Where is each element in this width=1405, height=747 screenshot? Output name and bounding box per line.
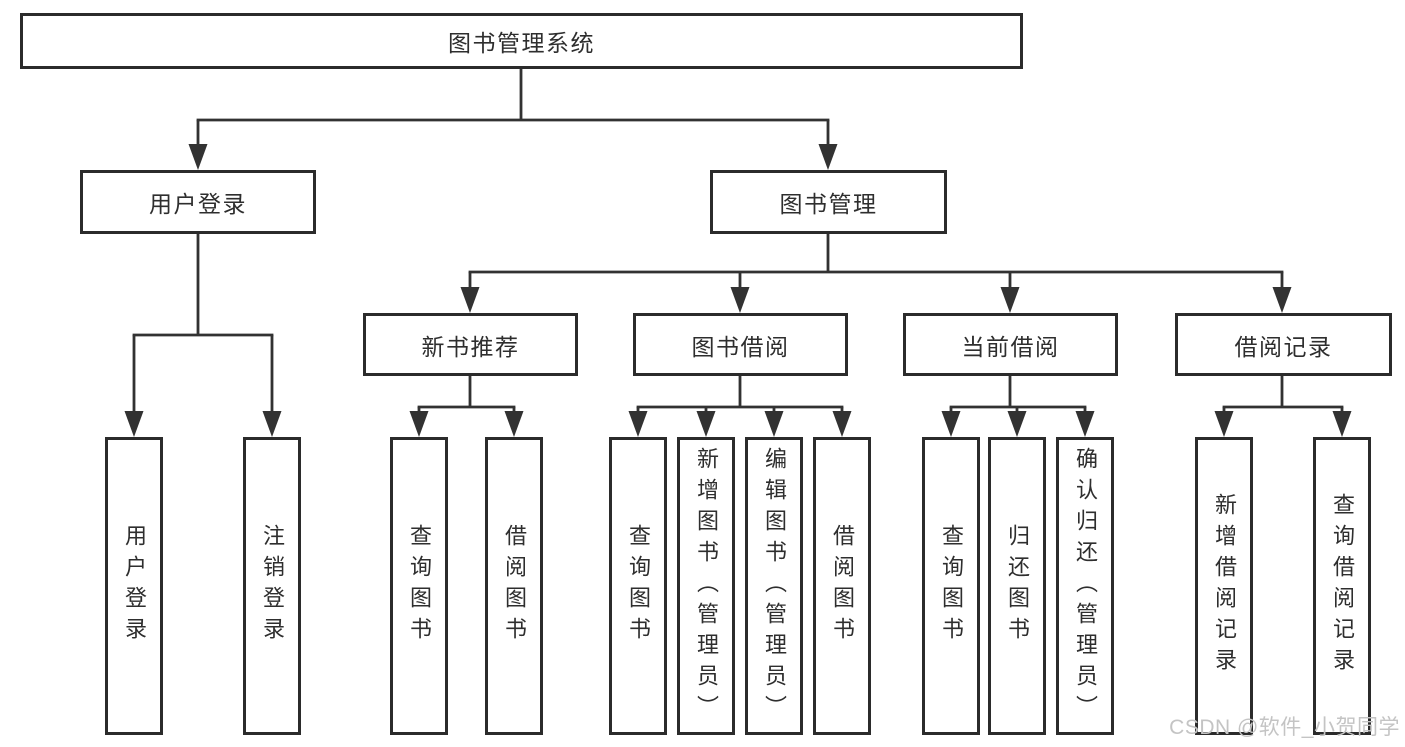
arrowhead	[818, 144, 838, 170]
arrowhead	[188, 144, 208, 170]
arrowhead	[1075, 411, 1095, 437]
leaf-query-books-recommend: 查询图书	[390, 437, 448, 735]
node-label: 借阅图书	[830, 524, 855, 648]
leaf-query-borrow-record: 查询借阅记录	[1313, 437, 1371, 735]
node-borrowing-records: 借阅记录	[1175, 313, 1392, 376]
leaf-return-books: 归还图书	[988, 437, 1046, 735]
node-label: 新增借阅记录	[1212, 493, 1237, 679]
node-label: 用户登录	[149, 191, 247, 217]
node-label: 当前借阅	[961, 333, 1060, 360]
node-current-borrowing: 当前借阅	[903, 313, 1118, 376]
arrowhead	[504, 411, 524, 437]
leaf-logout: 注销登录	[243, 437, 301, 735]
leaf-confirm-return-admin: 确认归还（管理员）	[1056, 437, 1114, 735]
leaf-borrow-books: 借阅图书	[813, 437, 871, 735]
node-label: 图书管理系统	[448, 30, 595, 56]
node-new-book-recommend: 新书推荐	[363, 313, 578, 376]
node-book-borrowing: 图书借阅	[633, 313, 848, 376]
node-book-management: 图书管理	[710, 170, 947, 234]
leaf-add-books-admin: 新增图书（管理员）	[677, 437, 735, 735]
watermark: CSDN @软件_小贺同学	[1169, 716, 1400, 739]
node-label: 用户登录	[122, 524, 147, 648]
node-label: 借阅记录	[1234, 333, 1333, 360]
node-label: 借阅图书	[502, 524, 527, 648]
arrowhead	[941, 411, 961, 437]
node-label: 查询图书	[407, 524, 432, 648]
leaf-query-books-borrowing: 查询图书	[609, 437, 667, 735]
node-label: 新书推荐	[421, 333, 520, 360]
arrowhead	[409, 411, 429, 437]
node-label: 新增图书（管理员）	[694, 446, 719, 726]
arrowhead	[764, 411, 784, 437]
leaf-edit-books-admin: 编辑图书（管理员）	[745, 437, 803, 735]
arrowhead	[628, 411, 648, 437]
arrowhead	[1272, 287, 1292, 313]
node-label: 图书管理	[779, 191, 878, 217]
arrowhead	[730, 287, 750, 313]
arrowhead	[124, 411, 144, 437]
arrowhead	[1007, 411, 1027, 437]
arrowhead	[1000, 287, 1020, 313]
leaf-borrow-books-recommend: 借阅图书	[485, 437, 543, 735]
leaf-query-books-current: 查询图书	[922, 437, 980, 735]
node-label: 归还图书	[1005, 524, 1030, 648]
node-label: 确认归还（管理员）	[1073, 446, 1098, 726]
arrowhead	[696, 411, 716, 437]
leaf-add-borrow-record: 新增借阅记录	[1195, 437, 1253, 735]
arrowhead	[1214, 411, 1234, 437]
arrowhead	[262, 411, 282, 437]
arrowhead	[460, 287, 480, 313]
arrowhead	[1332, 411, 1352, 437]
node-label: 查询借阅记录	[1330, 493, 1355, 679]
node-label: 查询图书	[626, 524, 651, 648]
node-root: 图书管理系统	[20, 13, 1023, 69]
node-label: 注销登录	[260, 524, 285, 648]
node-label: 图书借阅	[691, 333, 790, 360]
node-label: 编辑图书（管理员）	[762, 446, 787, 726]
arrowhead	[832, 411, 852, 437]
node-label: 查询图书	[939, 524, 964, 648]
leaf-user-login: 用户登录	[105, 437, 163, 735]
node-user-login: 用户登录	[80, 170, 316, 234]
